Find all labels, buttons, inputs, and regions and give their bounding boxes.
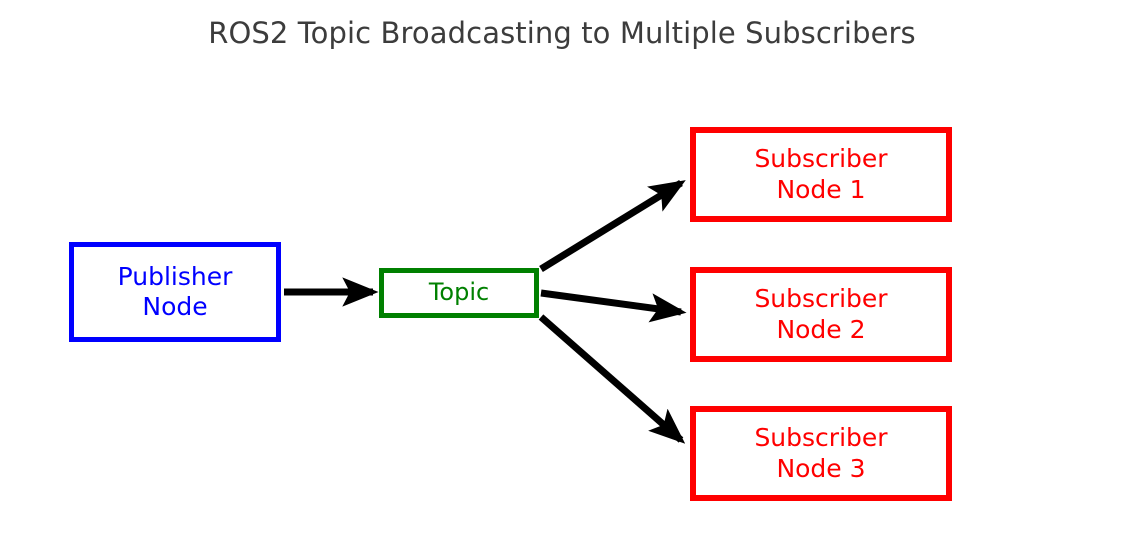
topic-node-box[interactable]: Topic: [379, 268, 539, 318]
arrow-topic-to-subscriber-3: [538, 314, 686, 444]
subscriber-node-1-label: Subscriber Node 1: [754, 144, 888, 204]
subscriber-node-3-label: Subscriber Node 3: [754, 423, 888, 483]
diagram-title: ROS2 Topic Broadcasting to Multiple Subs…: [208, 16, 916, 50]
publisher-node-label: Publisher Node: [117, 261, 233, 322]
arrow-topic-to-subscriber-2: [540, 289, 687, 323]
subscriber-node-1-box[interactable]: Subscriber Node 1: [690, 127, 952, 222]
subscriber-node-3-box[interactable]: Subscriber Node 3: [690, 406, 952, 501]
arrow-topic-to-subscriber-1: [539, 180, 686, 272]
publisher-node-box[interactable]: Publisher Node: [69, 242, 281, 342]
subscriber-node-2-box[interactable]: Subscriber Node 2: [690, 267, 952, 362]
topic-node-label: Topic: [428, 278, 490, 307]
subscriber-node-2-label: Subscriber Node 2: [754, 284, 888, 344]
